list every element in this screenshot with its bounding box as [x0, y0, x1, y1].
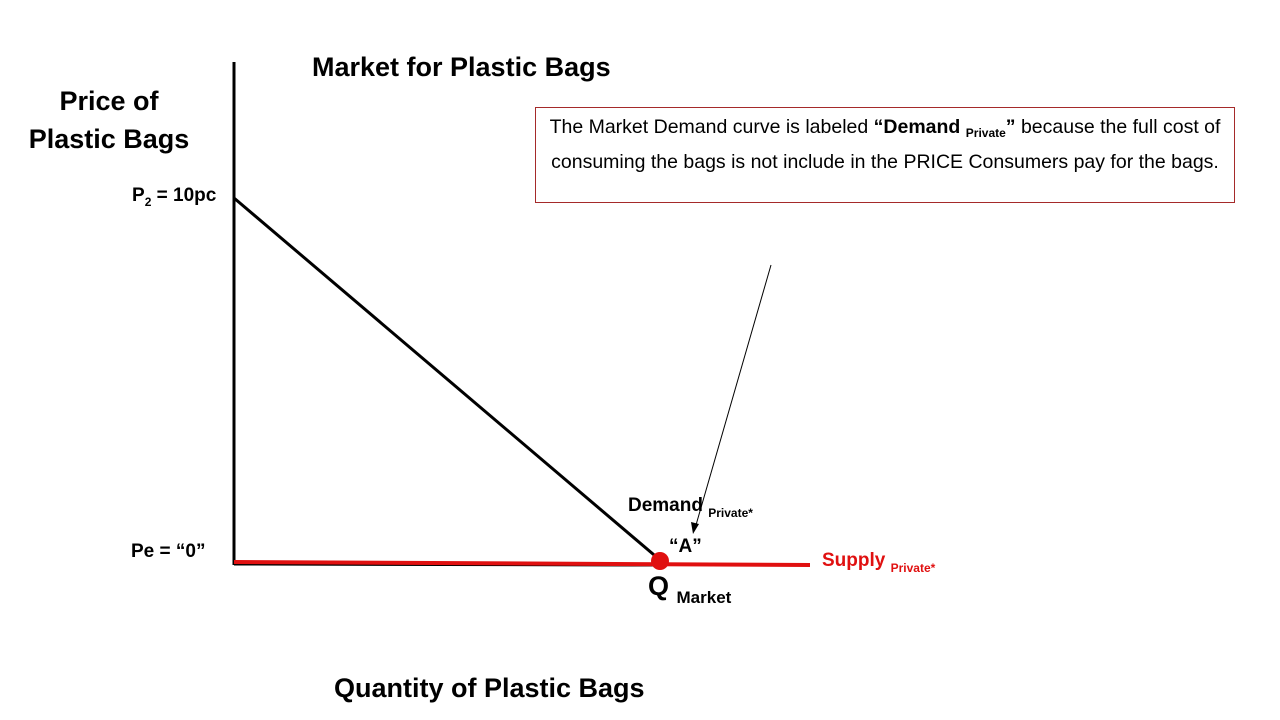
supply-label-main: Supply [822, 550, 891, 571]
q-label-main: Q [648, 571, 677, 601]
equilibrium-point [651, 552, 669, 570]
demand-label-sub: Private* [708, 506, 753, 520]
y-axis-label: Price of Plastic Bags [20, 82, 198, 158]
x-axis-label: Quantity of Plastic Bags [334, 673, 645, 703]
y-axis-label-line2: Plastic Bags [28, 124, 190, 154]
supply-label-sub: Private* [890, 561, 936, 575]
demand-label: Demand Private* [628, 495, 753, 520]
tick-p2-main: P [132, 185, 145, 206]
note-bold-end: ” [1005, 116, 1016, 138]
note-text-1: The Market Demand curve is labeled [549, 116, 874, 138]
tick-p2-sub: 2 [144, 194, 152, 209]
demand-curve [233, 196, 661, 562]
q-market-label: Q Market [648, 571, 731, 608]
chart-title: Market for Plastic Bags [312, 52, 611, 82]
tick-p2: P2 = 10pc [132, 185, 216, 209]
note-bold-main: “Demand [873, 116, 966, 138]
y-axis-label-line1: Price of [59, 86, 159, 116]
demand-label-main: Demand [628, 495, 709, 516]
tick-p2-rest: = 10pc [151, 185, 217, 206]
callout-arrow [695, 264, 772, 526]
note-bold-sub: Private [965, 126, 1006, 140]
arrow-head-icon [691, 522, 699, 534]
point-a-label: “A” [669, 536, 702, 557]
tick-pe: Pe = “0” [131, 541, 206, 562]
annotation-box: The Market Demand curve is labeled “Dema… [535, 107, 1235, 203]
supply-curve [233, 560, 811, 567]
q-label-sub: Market [676, 588, 732, 607]
supply-label: Supply Private* [822, 550, 935, 575]
note-text-2: because the full cost of consuming the b… [551, 116, 1221, 173]
